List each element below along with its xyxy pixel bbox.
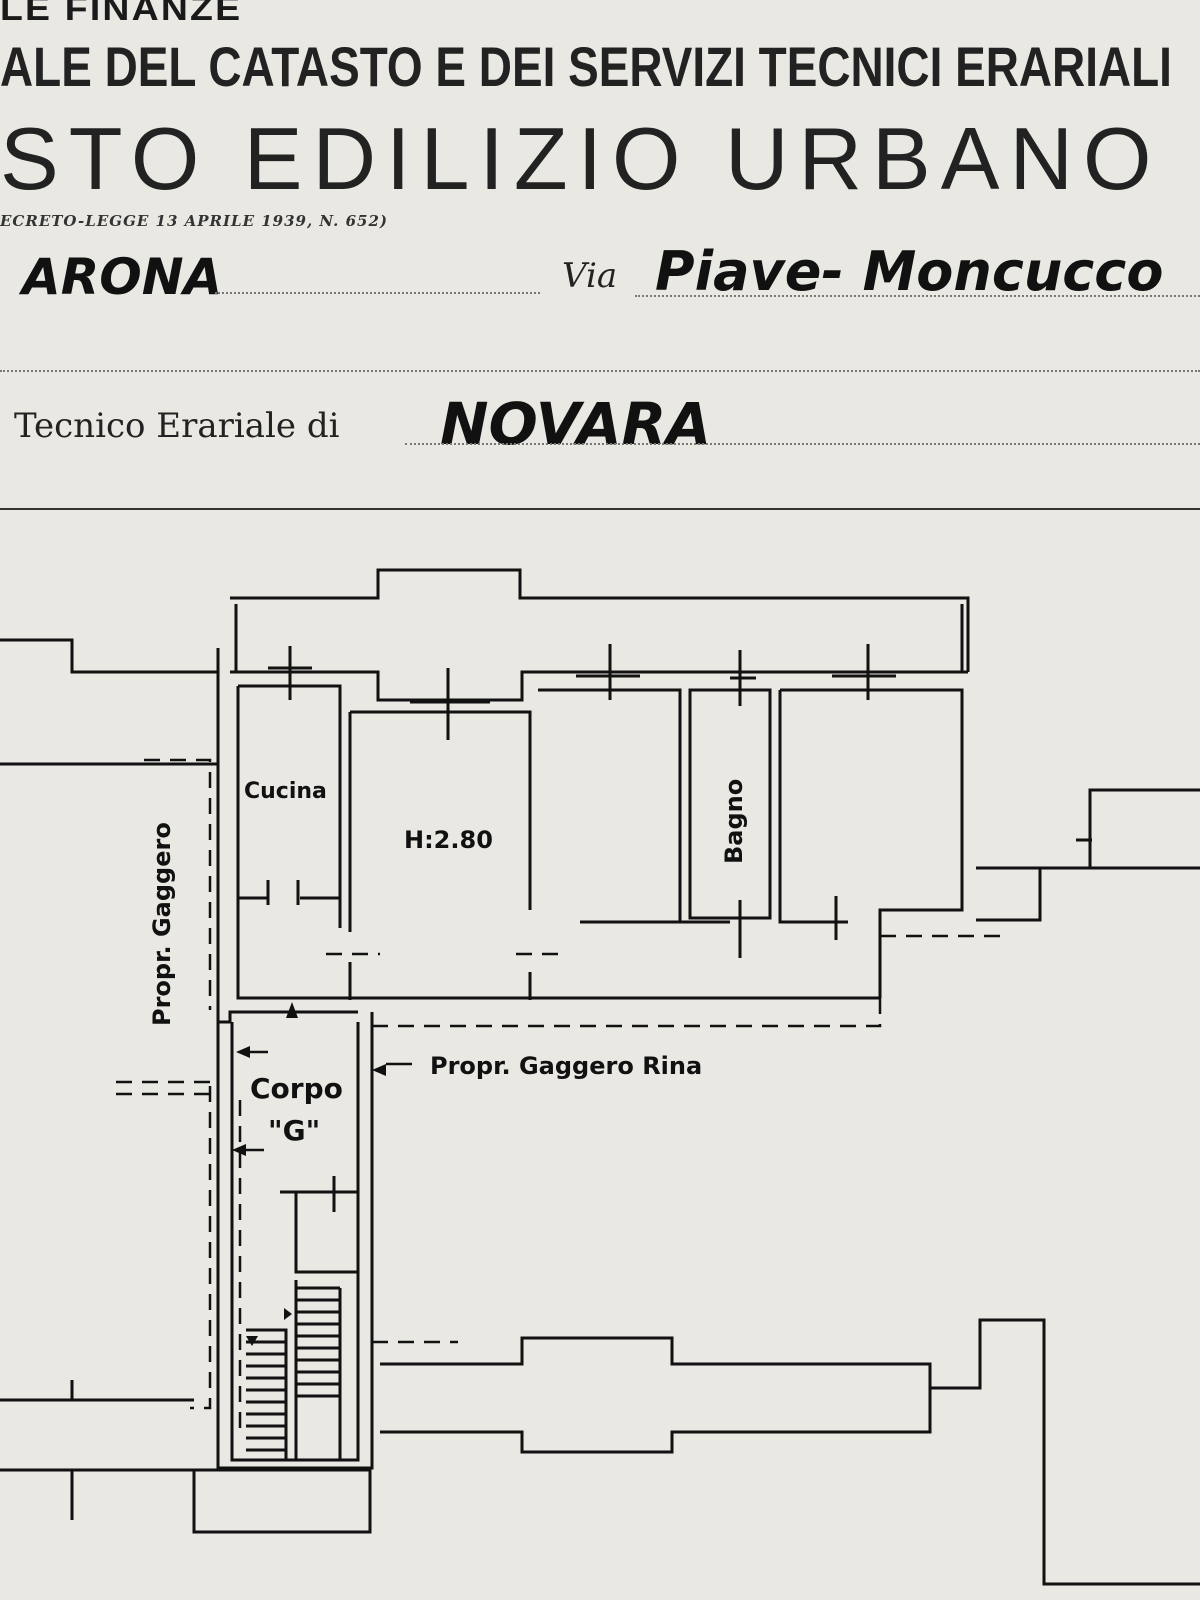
bottom-right-building (380, 1318, 1200, 1586)
via-label: Via (562, 256, 618, 296)
corpo-g-box (280, 1176, 358, 1274)
left-neighbour (0, 638, 218, 766)
decree-reference: ECRETO-LEGGE 13 APRILE 1939, N. 652) (0, 212, 389, 230)
neighbor-label-left: Propr. Gaggero (148, 822, 176, 1026)
balcony-inner (234, 604, 964, 672)
corpo-label-line1: Corpo (250, 1072, 343, 1105)
blank-dotted-line (0, 370, 1200, 372)
ufficio-dotted-line (405, 443, 1200, 445)
ceiling-height-label: H:2.80 (404, 826, 493, 854)
stairs (246, 1328, 288, 1460)
room-label-cucina: Cucina (244, 779, 327, 804)
room-label-bagno: Bagno (720, 779, 748, 864)
balcony-outline (230, 568, 970, 672)
via-value: Piave- Moncucco (655, 240, 1164, 303)
office-line: ALE DEL CATASTO E DEI SERVIZI TECNICI ER… (0, 35, 1172, 98)
neighbor-label-right: Propr. Gaggero Rina (430, 1052, 702, 1080)
section-divider (0, 508, 1200, 510)
ministry-fragment: LE FINANZE (0, 0, 243, 28)
boundary-dashed (144, 758, 242, 1428)
ufficio-value: NOVARA (440, 390, 712, 458)
right-neighbour (976, 788, 1200, 922)
comune-dotted-line (215, 292, 540, 294)
living-wall (348, 710, 532, 932)
document-title: STO EDILIZIO URBANO (0, 109, 1162, 208)
room2-wall (538, 688, 730, 924)
via-dotted-line (635, 295, 1200, 297)
bath-wall (688, 688, 772, 920)
apartment-outer-wall (216, 648, 358, 1024)
comune-value: ARONA (22, 248, 223, 306)
corpo-label-line2: "G" (268, 1114, 320, 1147)
bottom-block (192, 1468, 372, 1534)
room4-wall (780, 688, 964, 998)
ufficio-label: Tecnico Erariale di (14, 406, 340, 446)
